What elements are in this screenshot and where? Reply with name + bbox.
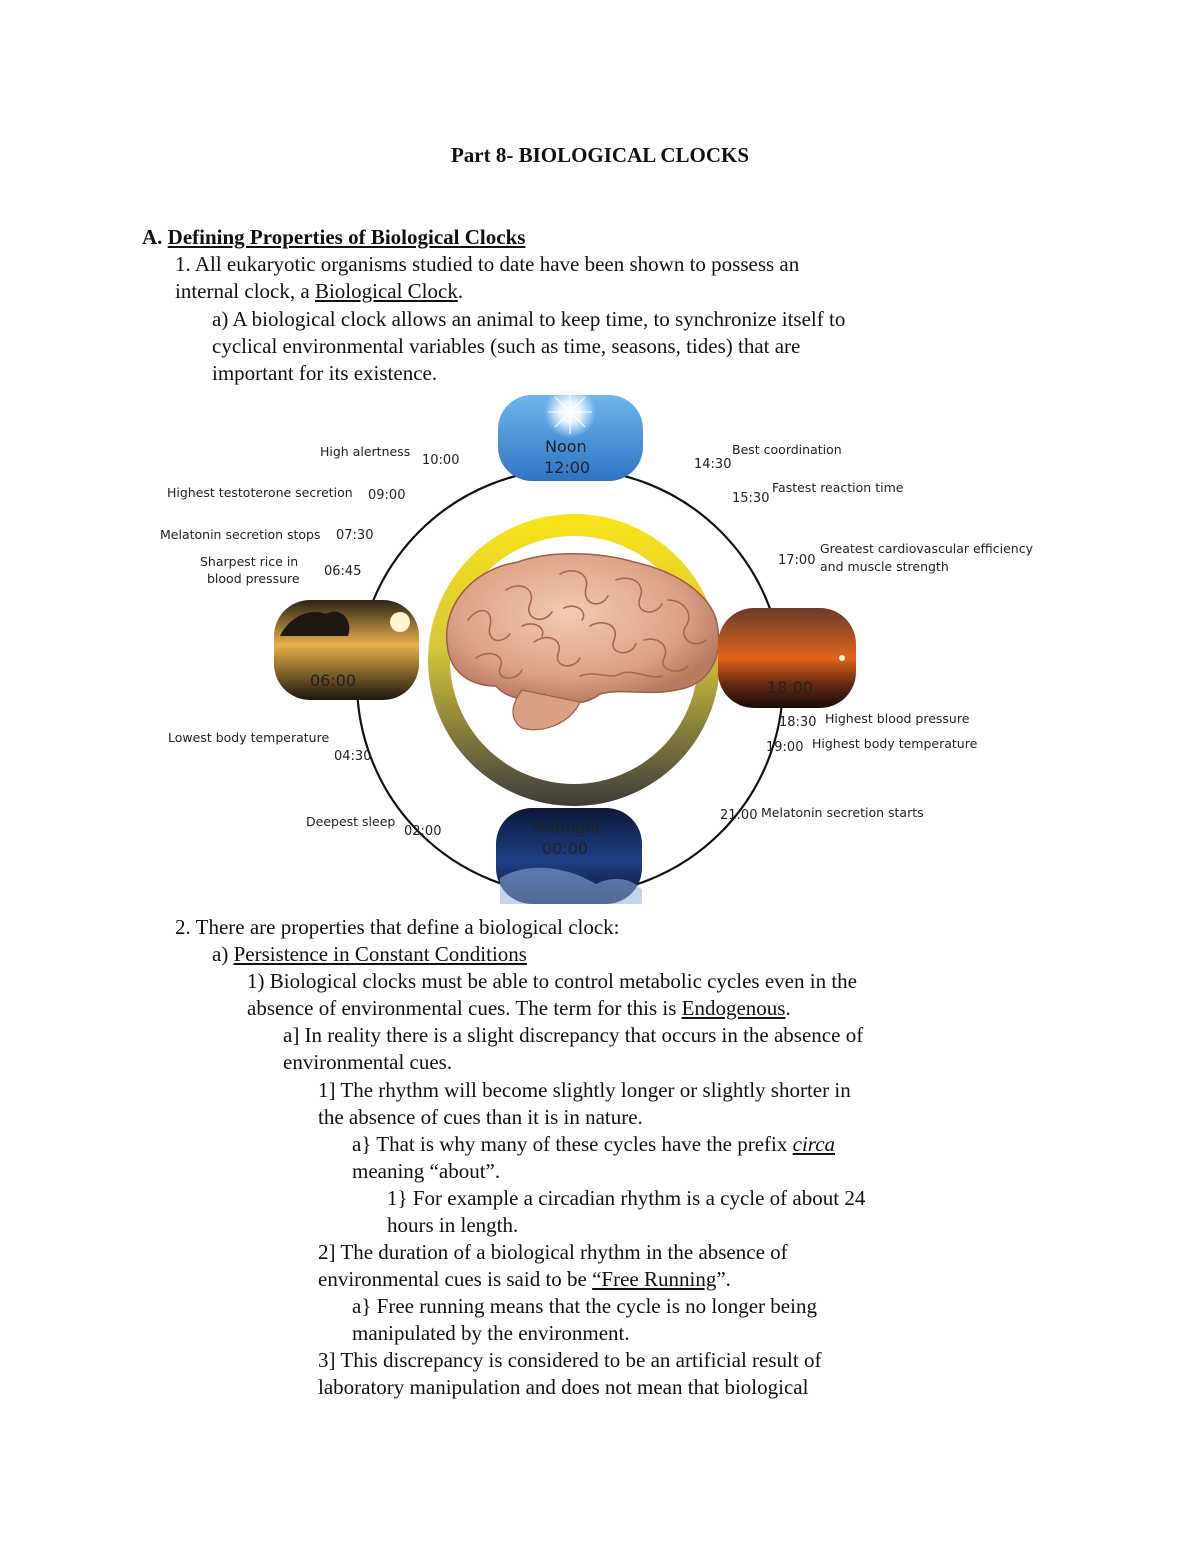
event-time: 06:45: [324, 564, 361, 579]
event-time: 15:30: [732, 491, 769, 506]
term-persistence: Persistence in Constant Conditions: [233, 942, 527, 966]
event-label: Best coordination: [732, 442, 842, 457]
point-2a-prefix: a): [212, 942, 234, 966]
midnight-panel: Midnight 00:00: [496, 808, 642, 904]
point-2a1-punct: .: [785, 996, 791, 1020]
event-label: Deepest sleep: [306, 814, 395, 829]
point-1a-line-2: cyclical environmental variables (such a…: [212, 334, 801, 358]
point-2a1-text: absence of environmental cues. The term …: [247, 996, 682, 1020]
point-free-running-line-1: a} Free running means that the cycle is …: [352, 1294, 817, 1318]
tree-silhouette: [280, 611, 350, 636]
event-label: Highest blood pressure: [825, 711, 970, 726]
point-circadian-line-2: hours in length.: [387, 1213, 519, 1237]
event-label: Lowest body temperature: [168, 730, 329, 745]
event-time: 10:00: [422, 453, 459, 468]
point-circadian-line-1: 1} For example a circadian rhythm is a c…: [387, 1186, 866, 1210]
biological-clock-diagram: Noon 12:00 06:00 18:00 Midnight 00:00 Hi…: [160, 390, 1034, 904]
noon-panel: Noon 12:00: [498, 390, 643, 481]
point-2a1a-line-2: environmental cues.: [283, 1050, 453, 1074]
point-1-text: internal clock, a: [175, 279, 315, 303]
event-label: Greatest cardiovascular efficiency: [820, 541, 1034, 556]
event-time: 07:30: [336, 528, 373, 543]
point-circa-text: a} That is why many of these cycles have…: [352, 1132, 793, 1156]
event-label: Highest testoterone secretion: [167, 485, 353, 500]
event-label: Melatonin secretion starts: [761, 805, 924, 820]
point-2a1a2-text: environmental cues is said to be: [318, 1267, 593, 1291]
point-2a1a1-line-2: the absence of cues than it is in nature…: [318, 1105, 643, 1129]
point-2a1-line-2: absence of environmental cues. The term …: [247, 995, 791, 1022]
event-time: 21:00: [720, 808, 757, 823]
term-free-running: “Free Running: [592, 1267, 717, 1291]
term-circa: circa: [792, 1132, 836, 1156]
night-clouds: [500, 867, 642, 904]
event-label-2: and muscle strength: [820, 559, 949, 574]
event-label: High alertness: [320, 444, 410, 459]
midnight-time: 00:00: [542, 839, 588, 858]
event-time: 19:00: [766, 740, 803, 755]
point-1a-line-3: important for its existence.: [212, 361, 438, 385]
section-a-heading: A. Defining Properties of Biological Clo…: [142, 224, 525, 251]
point-free-running-line-2: manipulated by the environment.: [352, 1321, 630, 1345]
point-2a1a2-punct: ”.: [716, 1267, 731, 1291]
term-endogenous: Endogenous: [681, 996, 786, 1020]
point-2a1a3-line-2: laboratory manipulation and does not mea…: [318, 1375, 809, 1399]
event-time: 09:00: [368, 488, 405, 503]
section-a-letter: A.: [142, 225, 163, 249]
point-2a1a2-line-1: 2] The duration of a biological rhythm i…: [318, 1240, 788, 1264]
brain-illustration: [445, 553, 720, 731]
noon-time: 12:00: [544, 458, 590, 477]
noon-label: Noon: [545, 437, 587, 456]
point-1a-line-1: a) A biological clock allows an animal t…: [212, 307, 846, 331]
dawn-panel: 06:00: [274, 600, 419, 700]
event-time: 04:30: [334, 749, 371, 764]
section-a-title: Defining Properties of Biological Clocks: [167, 225, 526, 249]
point-1-line-1: 1. All eukaryotic organisms studied to d…: [175, 252, 800, 276]
midnight-label: Midnight: [532, 818, 602, 837]
event-label-2: blood pressure: [207, 571, 300, 586]
point-1-punct: .: [457, 279, 464, 303]
event-label: Melatonin secretion stops: [160, 527, 321, 542]
point-circa-line-2: meaning “about”.: [352, 1159, 501, 1183]
point-2a1a3-line-1: 3] This discrepancy is considered to be …: [318, 1348, 822, 1372]
dusk-panel: 18:00: [718, 608, 856, 708]
point-2a1-line-1: 1) Biological clocks must be able to con…: [247, 969, 857, 993]
point-2-line-1: 2. There are properties that define a bi…: [175, 915, 620, 939]
page-title: Part 8- BIOLOGICAL CLOCKS: [450, 143, 750, 167]
event-time: 18:30: [779, 715, 816, 730]
point-2a1a1-line-1: 1] The rhythm will become slightly longe…: [318, 1078, 851, 1102]
event-time: 17:00: [778, 553, 815, 568]
event-time: 14:30: [694, 457, 731, 472]
term-biological-clock: Biological Clock: [314, 279, 458, 303]
dawn-time: 06:00: [310, 671, 356, 690]
point-2a1a2-line-2: environmental cues is said to be “Free R…: [318, 1266, 731, 1293]
point-2a1a-line-1: a] In reality there is a slight discrepa…: [283, 1023, 864, 1047]
event-time: 02:00: [404, 824, 441, 839]
sunrise-icon: [390, 612, 410, 632]
event-label: Highest body temperature: [812, 736, 978, 751]
sunset-icon: [839, 655, 845, 661]
event-label: Sharpest rice in: [200, 554, 298, 569]
point-circa-line-1: a} That is why many of these cycles have…: [352, 1131, 835, 1158]
point-2a-heading: a) Persistence in Constant Conditions: [212, 941, 527, 968]
dusk-time: 18:00: [767, 678, 813, 697]
point-1-line-2: internal clock, a Biological Clock.: [175, 278, 463, 305]
event-label: Fastest reaction time: [772, 480, 904, 495]
